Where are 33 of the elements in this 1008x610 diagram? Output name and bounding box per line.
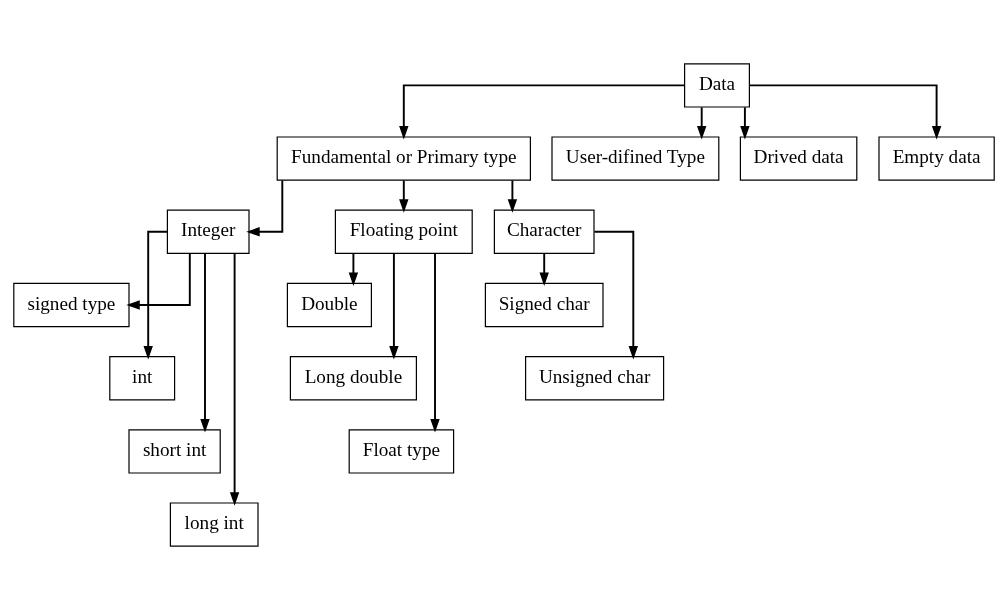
arrow [399, 84, 686, 140]
arrow [399, 179, 409, 213]
node-box: Floating point [334, 209, 473, 254]
arrow [740, 106, 750, 140]
node-box: Character [493, 209, 595, 254]
node-box: Fundamental or Primary type [276, 136, 531, 181]
node-box: Signed char [484, 282, 604, 328]
node-box: Integer [166, 209, 250, 254]
arrow [389, 252, 399, 360]
arrow [348, 252, 359, 286]
arrow [697, 106, 707, 140]
node-box: long int [169, 502, 259, 547]
arrow [507, 179, 518, 213]
arrow [200, 252, 210, 433]
arrow [593, 230, 638, 360]
node-box: Empty data [878, 136, 995, 181]
arrow [430, 252, 440, 433]
arrow [143, 230, 169, 360]
node-box: short int [128, 429, 221, 474]
node-box: Double [286, 282, 372, 328]
node-box: Unsigned char [525, 356, 665, 401]
node-box: Drived data [739, 136, 858, 181]
node-box: Data [684, 63, 750, 108]
node-box: signed type [13, 282, 130, 328]
node-box: int [109, 356, 176, 401]
node-box: Long double [289, 356, 417, 401]
node-box: User-difined Type [551, 136, 720, 181]
arrow [229, 252, 240, 506]
node-box: Float type [348, 429, 455, 474]
arrow [539, 252, 549, 286]
arrow [246, 179, 284, 237]
arrow [126, 252, 191, 310]
arrow [748, 84, 942, 140]
